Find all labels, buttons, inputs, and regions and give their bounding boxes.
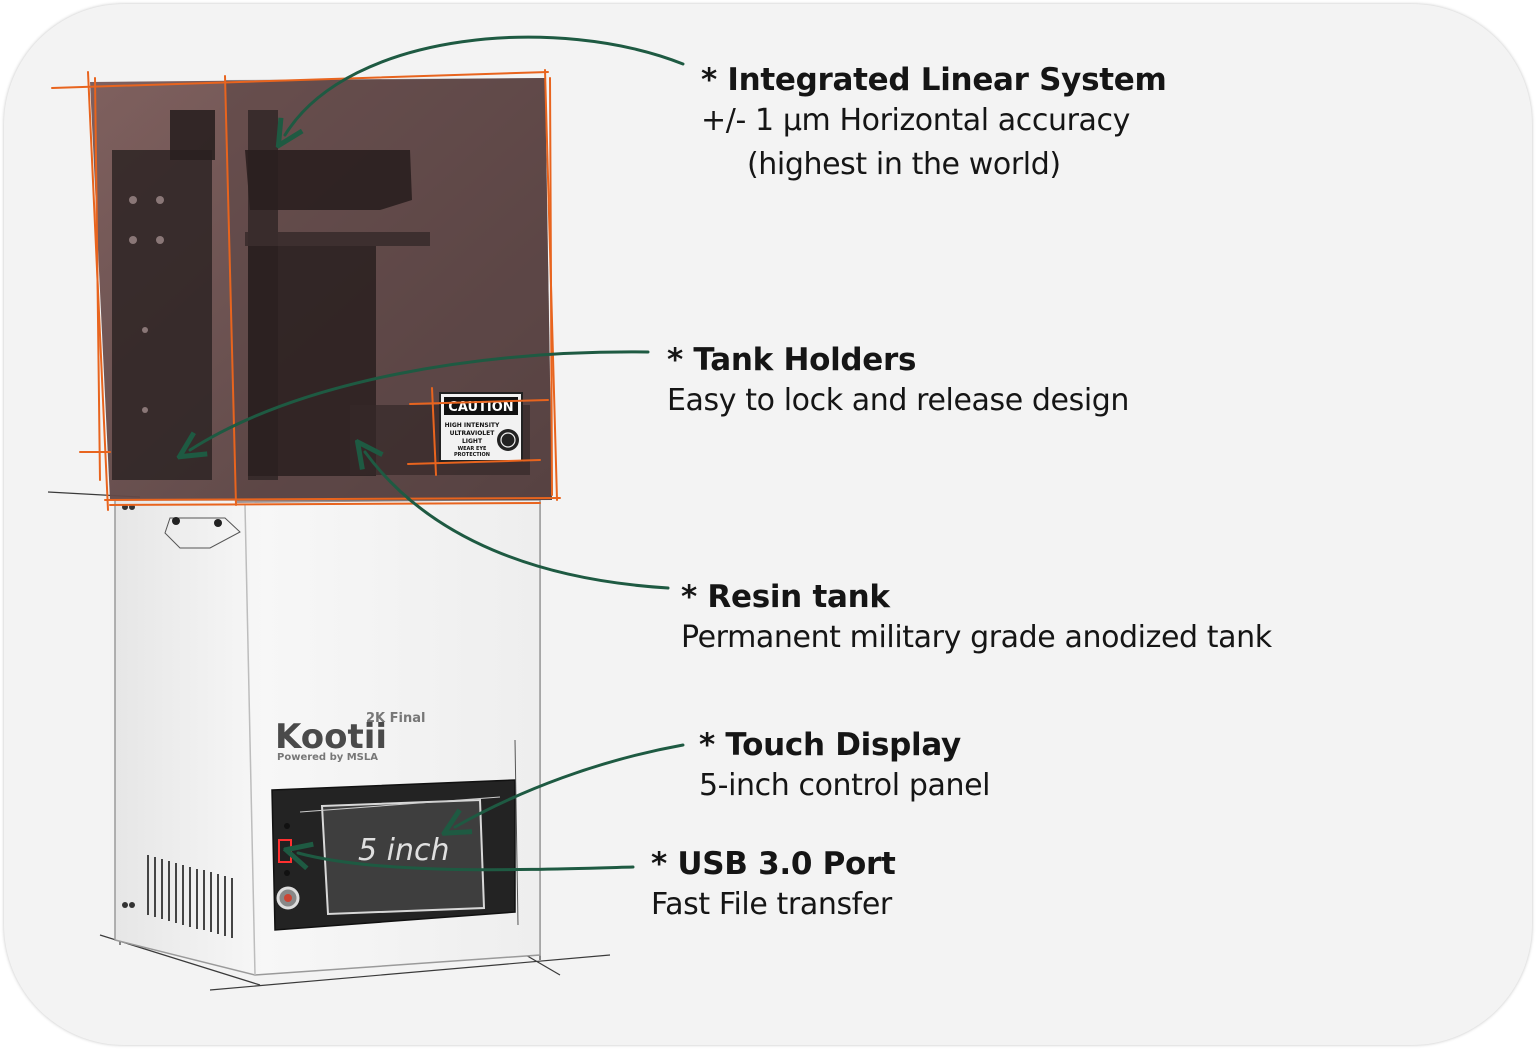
caution-line: WEAR EYE	[458, 446, 487, 452]
callout-usb-port: * USB 3.0 Port Fast File transfer	[651, 846, 896, 927]
caution-line: PROTECTION	[454, 452, 490, 458]
callout-title: * Resin tank	[681, 579, 890, 615]
callout-title: * Tank Holders	[667, 342, 917, 378]
brand-logo: Kootii	[275, 717, 387, 757]
vent-grille	[147, 855, 233, 938]
caution-line: ULTRAVIOLET	[450, 430, 496, 437]
callout-title: * Touch Display	[699, 727, 961, 763]
screen-handwriting: 5 inch	[358, 833, 449, 868]
feature-card: Kootii 2K Final Powered by MSLA 5 inch	[4, 4, 1532, 1045]
arrow-resin-tank	[365, 452, 670, 590]
model-label: 2K Final	[366, 711, 425, 726]
callout-desc: 5-inch control panel	[699, 768, 991, 804]
caution-label: CAUTION HIGH INTENSITY ULTRAVIOLET LIGHT…	[439, 392, 523, 462]
cover-sketch-lines	[51, 69, 561, 511]
callout-title: * USB 3.0 Port	[651, 846, 896, 882]
caution-line: HIGH INTENSITY	[445, 422, 500, 429]
arrow-touch-display	[455, 743, 685, 827]
arrow-tank-holders	[190, 350, 650, 450]
callout-desc: Easy to lock and release design	[667, 383, 1130, 419]
eye-protection-icon	[497, 429, 519, 451]
arrow-usb	[298, 853, 635, 872]
arrow-linear-system	[285, 35, 685, 135]
callout-title: * Integrated Linear System	[701, 62, 1167, 98]
callout-resin-tank: * Resin tank Permanent military grade an…	[681, 579, 1272, 660]
callout-arrows	[190, 35, 685, 872]
callout-linear-system: * Integrated Linear System +/- 1 µm Hori…	[701, 62, 1167, 186]
callout-touch-display: * Touch Display 5-inch control panel	[699, 727, 990, 808]
printer-body	[114, 499, 541, 976]
caution-line: LIGHT	[462, 438, 483, 445]
callout-desc: Permanent military grade anodized tank	[681, 620, 1272, 656]
caution-title: CAUTION	[448, 400, 513, 415]
callout-desc: Fast File transfer	[651, 887, 892, 923]
callout-desc-secondary: (highest in the world)	[747, 146, 1061, 182]
powered-by-label: Powered by MSLA	[277, 752, 378, 763]
callout-desc: +/- 1 µm Horizontal accuracy	[701, 103, 1130, 139]
callout-tank-holders: * Tank Holders Easy to lock and release …	[667, 342, 1129, 423]
printer-illustration: Kootii 2K Final Powered by MSLA 5 inch	[47, 35, 685, 991]
